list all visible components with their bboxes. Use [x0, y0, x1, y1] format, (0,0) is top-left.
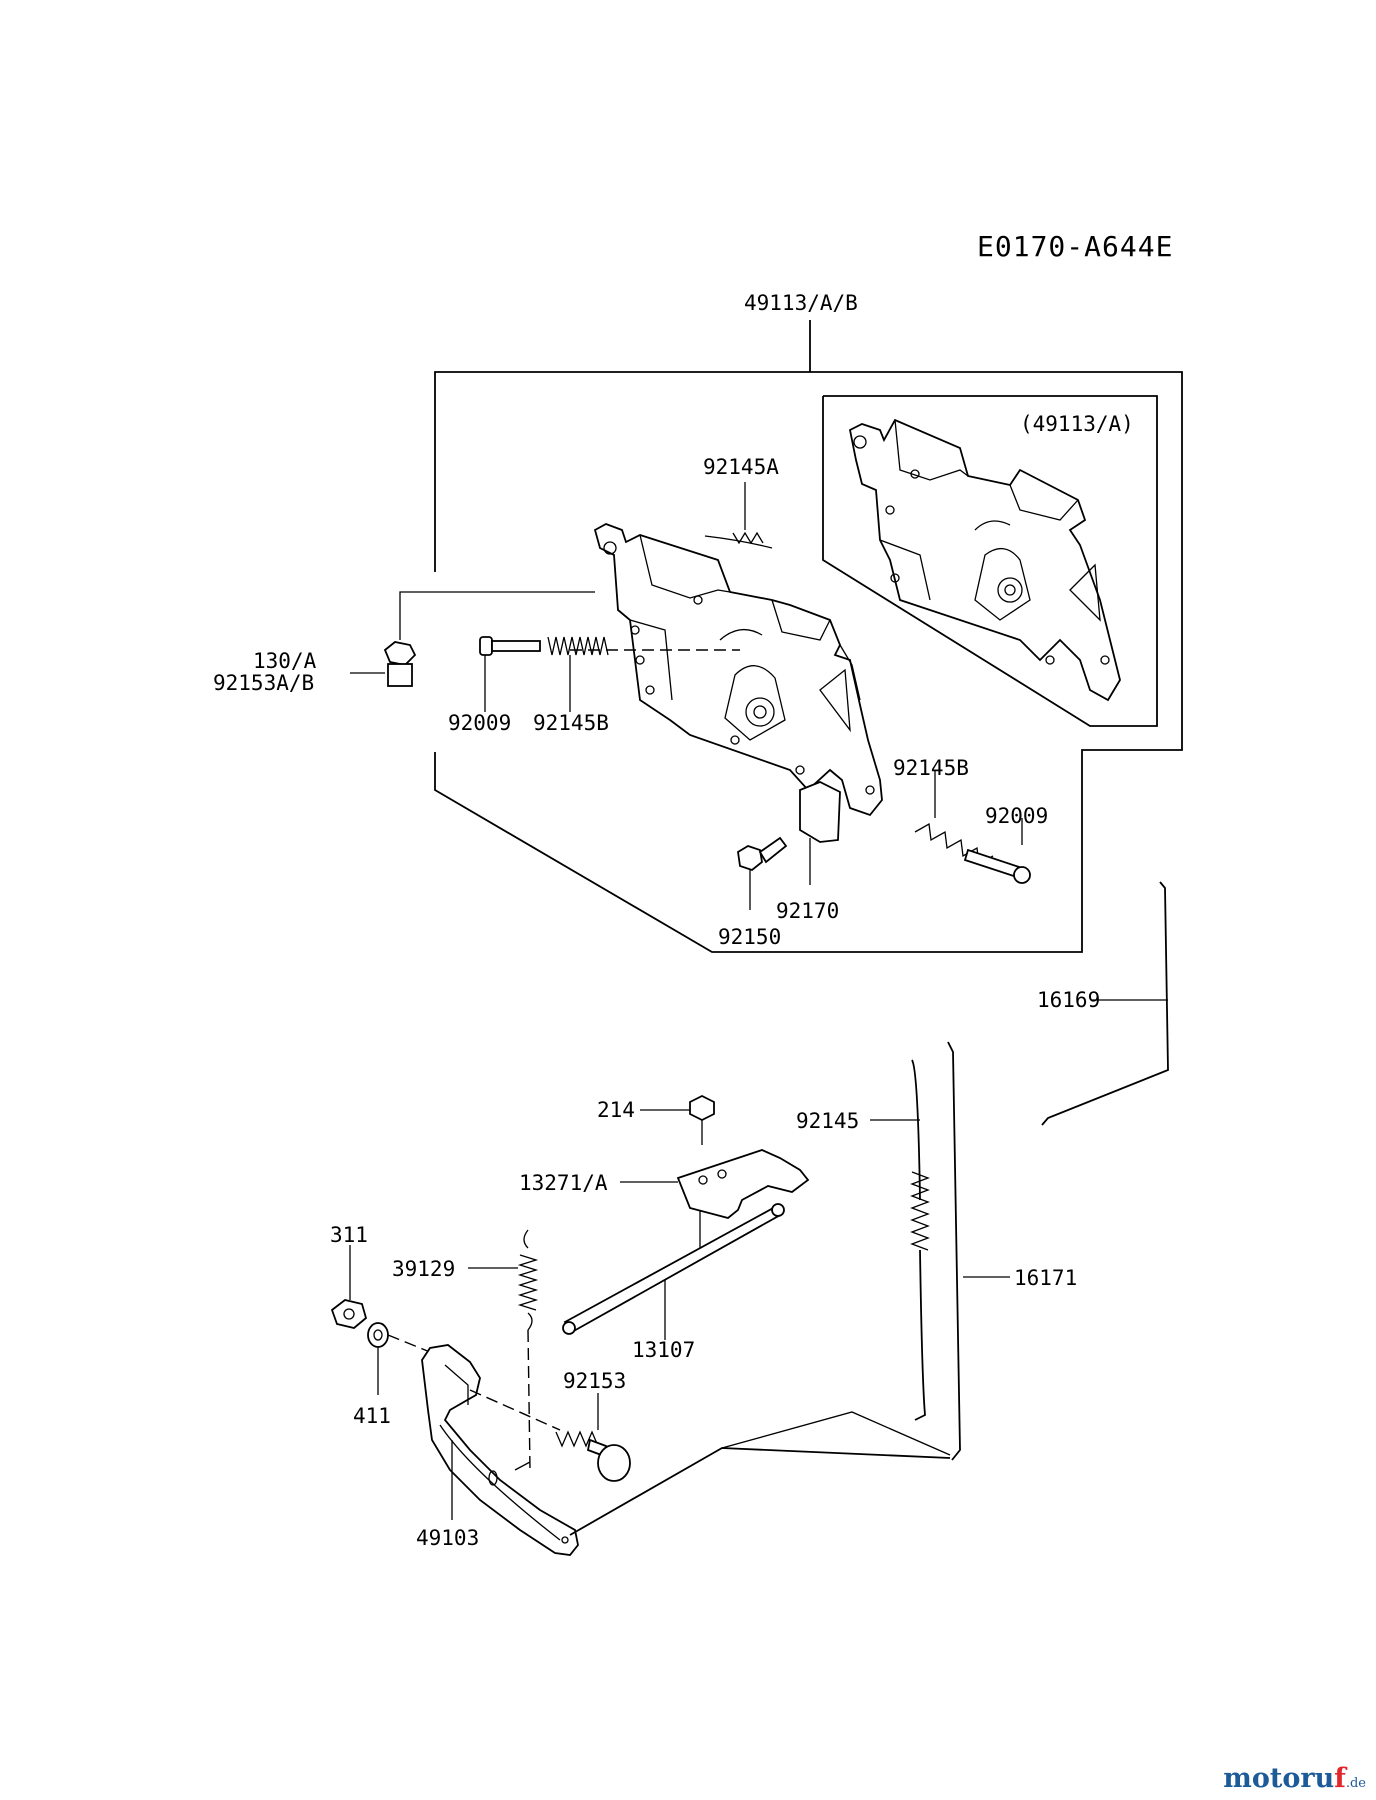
rod-16171: [721, 1041, 1010, 1461]
label-92145b-right[interactable]: 92145B: [893, 756, 969, 780]
screw-92150: [737, 836, 788, 910]
watermark-logo: motoruf.de: [1223, 1763, 1366, 1794]
label-92009-left[interactable]: 92009: [448, 711, 511, 735]
spring-92145a: [704, 482, 773, 549]
bolt-92009-right: [963, 818, 1031, 884]
label-92009-right[interactable]: 92009: [985, 804, 1048, 828]
label-49113-a-b[interactable]: 49113/A/B: [744, 291, 858, 315]
label-92145b-left[interactable]: 92145B: [533, 711, 609, 735]
spring-92145b-left: [547, 636, 609, 712]
label-39129[interactable]: 39129: [392, 1257, 455, 1281]
bolt-92153: [555, 1393, 631, 1482]
main-governor-plate: [593, 523, 883, 817]
inset-outline: [822, 395, 1158, 727]
assembly-outline: [434, 320, 1183, 953]
label-16169[interactable]: 16169: [1037, 988, 1100, 1012]
label-49113-a[interactable]: (49113/A): [1020, 412, 1134, 436]
label-92145a[interactable]: 92145A: [703, 455, 779, 479]
label-16171[interactable]: 16171: [1014, 1266, 1077, 1290]
inset-governor-plate: [848, 418, 1121, 702]
link-outline: [569, 1447, 951, 1536]
screw-214: [640, 1094, 715, 1145]
spring-92145b-right: [914, 770, 994, 866]
lever-49103: [421, 1344, 579, 1556]
washer-411: [367, 1322, 431, 1395]
plate-13271-a: [620, 1149, 810, 1219]
label-311[interactable]: 311: [330, 1223, 368, 1247]
label-13271-a[interactable]: 13271/A: [519, 1171, 608, 1195]
label-130-a[interactable]: 130/A: [253, 649, 317, 673]
label-92145[interactable]: 92145: [796, 1109, 859, 1133]
label-92153a-b[interactable]: 92153A/B: [213, 671, 314, 695]
spring-92145: [870, 1059, 930, 1421]
label-13107[interactable]: 13107: [632, 1338, 695, 1362]
bolt-130-a: [350, 591, 595, 687]
label-92150[interactable]: 92150: [718, 925, 781, 949]
bracket-92170: [799, 781, 841, 885]
label-92170[interactable]: 92170: [776, 899, 839, 923]
spring-39129: [468, 1229, 539, 1471]
rod-16169: [1041, 881, 1169, 1126]
label-214[interactable]: 214: [597, 1098, 635, 1122]
nut-311: [330, 1245, 368, 1329]
bolt-92009-left: [479, 636, 541, 712]
label-49103[interactable]: 49103: [416, 1526, 479, 1550]
diagram-code: E0170-A644E: [977, 230, 1173, 263]
label-411[interactable]: 411: [353, 1404, 391, 1428]
shaft-13107: [562, 1203, 785, 1340]
label-92153[interactable]: 92153: [563, 1369, 626, 1393]
